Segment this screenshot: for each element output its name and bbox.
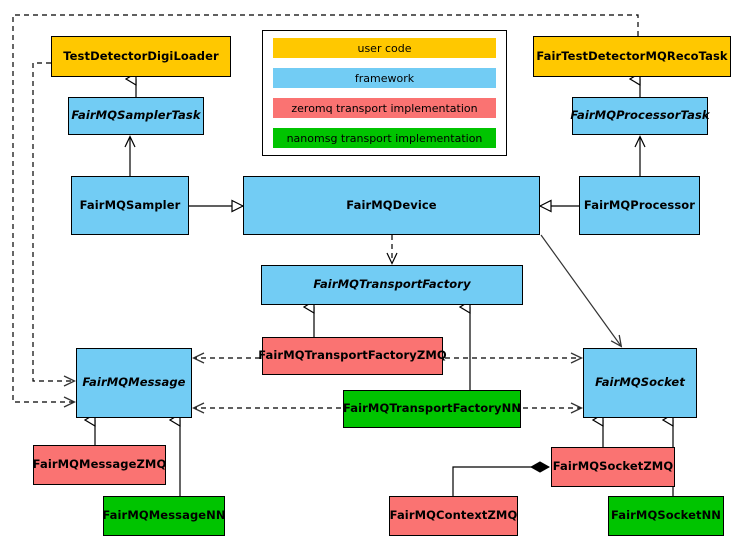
class-box-fairmqtransportfactoryzmq[interactable]: FairMQTransportFactoryZMQ	[258, 337, 447, 375]
legend-item-zeromq: zeromq transport implementation	[273, 98, 496, 118]
class-box-testdetectordigiloader[interactable]: TestDetectorDigiLoader	[51, 36, 231, 77]
legend-item-framework: framework	[273, 68, 496, 88]
legend-item-user-code: user code	[273, 38, 496, 58]
class-box-fairtestdetectormqrecotask[interactable]: FairTestDetectorMQRecoTask	[533, 36, 731, 77]
class-box-fairmqsocketnn[interactable]: FairMQSocketNN	[608, 496, 724, 536]
class-box-fairmqmessagenn[interactable]: FairMQMessageNN	[102, 496, 226, 536]
class-box-fairmqdevice[interactable]: FairMQDevice	[243, 176, 540, 235]
class-box-fairmqtransportfactory[interactable]: FairMQTransportFactory	[261, 265, 523, 305]
class-box-fairmqmessagezmq[interactable]: FairMQMessageZMQ	[33, 445, 166, 485]
edge-device-to-socket	[540, 234, 621, 346]
class-box-fairmqsampler[interactable]: FairMQSampler	[71, 176, 189, 235]
class-box-fairmqsocket[interactable]: FairMQSocket	[583, 348, 697, 418]
legend-label-framework: framework	[354, 71, 415, 85]
legend-label-nanomsg: nanomsg transport implementation	[286, 131, 483, 145]
legend-item-nanomsg: nanomsg transport implementation	[273, 128, 496, 148]
class-box-fairmqsamplertask[interactable]: FairMQSamplerTask	[68, 97, 204, 135]
class-box-fairmqmessage[interactable]: FairMQMessage	[76, 348, 192, 418]
legend: user code framework zeromq transport imp…	[262, 30, 507, 156]
edge-contextzmq-to-socketzmq	[452, 467, 549, 496]
class-box-fairmqprocessor[interactable]: FairMQProcessor	[579, 176, 700, 235]
legend-label-zeromq: zeromq transport implementation	[291, 101, 478, 115]
legend-label-user-code: user code	[357, 41, 412, 55]
edge-digiloader-to-message	[32, 62, 74, 381]
class-box-fairmqcontextzmq[interactable]: FairMQContextZMQ	[389, 496, 518, 536]
class-box-fairmqtransportfactorynn[interactable]: FairMQTransportFactoryNN	[343, 390, 521, 428]
class-box-fairmqprocessortask[interactable]: FairMQProcessorTask	[570, 97, 710, 135]
edge-recotask-to-message	[12, 14, 639, 402]
class-box-fairmqsocketzmq[interactable]: FairMQSocketZMQ	[551, 447, 675, 487]
